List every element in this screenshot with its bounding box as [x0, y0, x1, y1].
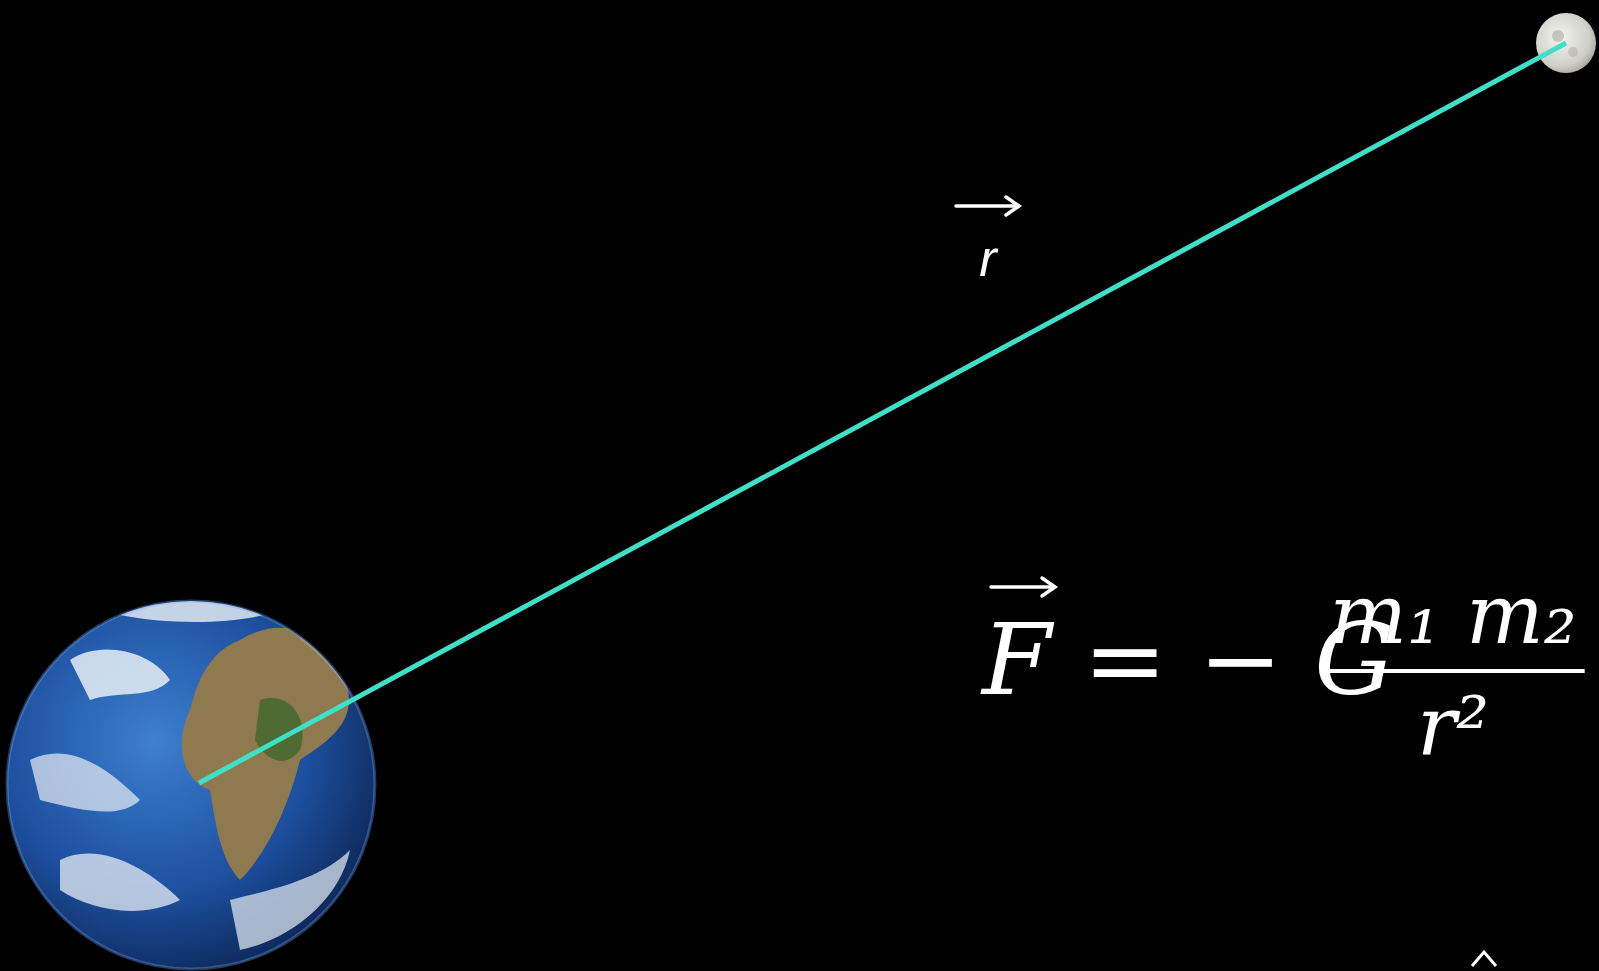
distance-line	[199, 43, 1566, 783]
formula-denominator: r²	[1417, 686, 1489, 768]
vector-arrow	[956, 197, 1019, 215]
earth-globe	[7, 595, 375, 969]
vector-label: r	[979, 232, 996, 284]
hat-symbol	[1472, 952, 1496, 966]
vector-arrow	[991, 578, 1055, 596]
formula-numerator: m₁ m₂	[1329, 574, 1576, 656]
